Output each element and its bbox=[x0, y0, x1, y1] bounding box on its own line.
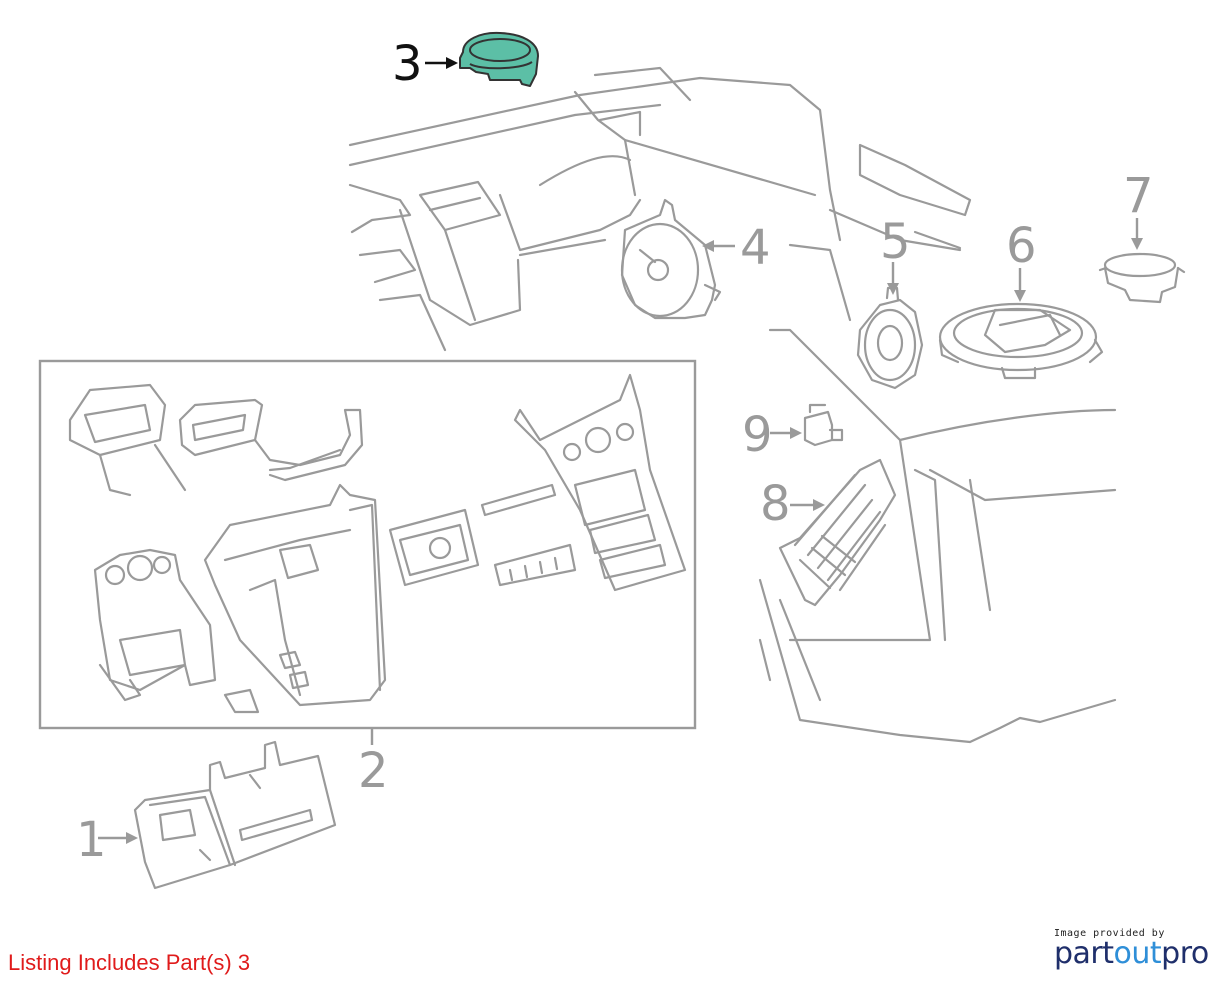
part-4-speaker bbox=[620, 198, 722, 320]
part-2-components bbox=[68, 373, 687, 714]
callout-1: 1 bbox=[76, 812, 107, 868]
callout-6: 6 bbox=[1006, 218, 1037, 274]
part-9-clip bbox=[803, 403, 844, 447]
dashboard-outline bbox=[348, 66, 1117, 744]
part-5-tweeter bbox=[856, 286, 924, 390]
part-6-woofer bbox=[938, 302, 1104, 380]
image-credit: Image provided by partoutpro bbox=[1054, 928, 1214, 969]
callout-arrows bbox=[98, 57, 1143, 844]
part-8-grille bbox=[778, 458, 897, 607]
logo-out: out bbox=[1113, 936, 1162, 971]
callout-7: 7 bbox=[1123, 168, 1154, 224]
listing-note: Listing Includes Part(s) 3 bbox=[8, 950, 251, 975]
callout-9: 9 bbox=[742, 407, 773, 463]
part-3-speaker-adapter bbox=[459, 31, 539, 87]
logo-pro: pro bbox=[1161, 936, 1209, 971]
callout-8: 8 bbox=[760, 476, 791, 532]
callout-3: 3 bbox=[392, 36, 423, 92]
callout-2: 2 bbox=[358, 743, 389, 799]
callout-4: 4 bbox=[740, 220, 771, 276]
part-2-group-box bbox=[38, 359, 697, 730]
credit-caption: Image provided by bbox=[1054, 928, 1165, 939]
part-7-speaker-ring bbox=[1098, 252, 1186, 304]
callout-5: 5 bbox=[880, 214, 911, 270]
logo-part: part bbox=[1054, 936, 1114, 971]
partoutpro-logo: partoutpro bbox=[1054, 939, 1214, 969]
part-1-radio-module bbox=[133, 740, 337, 890]
